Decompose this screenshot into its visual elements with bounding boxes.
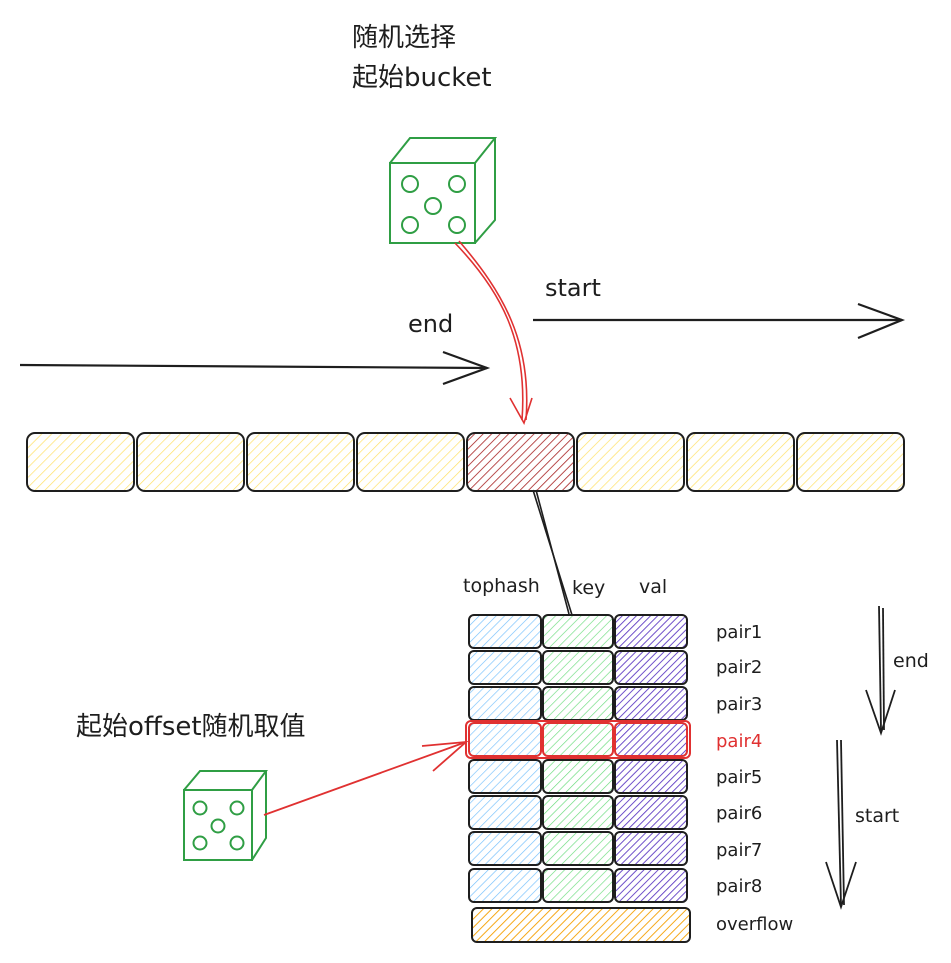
dice-top-icon <box>389 137 498 244</box>
bucket-selected <box>466 432 575 492</box>
red-arrow-to-pair <box>263 740 469 816</box>
bucket <box>576 432 685 492</box>
val-cell <box>614 686 688 721</box>
dice-bottom-icon <box>183 770 268 861</box>
val-cell <box>614 759 688 794</box>
start-arrow-side <box>825 739 857 910</box>
tophash-cell <box>468 650 542 685</box>
bucket-connector-line <box>532 489 573 616</box>
pair-label-4-selected: pair4 <box>716 731 763 752</box>
pair-label-2: pair2 <box>716 657 763 678</box>
bucket-row <box>26 432 905 492</box>
start-label-side: start <box>855 805 900 827</box>
overflow-bar <box>471 907 691 943</box>
offset-title: 起始offset随机取值 <box>76 712 306 742</box>
key-cell <box>542 868 614 903</box>
start-arrow-top <box>533 302 906 340</box>
tophash-cell <box>468 759 542 794</box>
top-title: 随机选择 起始bucket <box>352 18 492 98</box>
pair-label-5: pair5 <box>716 767 763 788</box>
key-cell <box>542 650 614 685</box>
val-cell <box>614 650 688 685</box>
pair-label-1: pair1 <box>716 622 763 643</box>
red-arrow-to-bucket <box>454 240 533 425</box>
column-header-val: val <box>639 576 668 598</box>
val-cell <box>614 795 688 830</box>
key-cell <box>542 614 614 649</box>
bucket <box>356 432 465 492</box>
bucket <box>686 432 795 492</box>
val-cell <box>614 868 688 903</box>
val-cell <box>614 831 688 866</box>
selected-pair-outline <box>465 720 691 759</box>
bucket <box>796 432 905 492</box>
key-cell <box>542 795 614 830</box>
overflow-label: overflow <box>716 914 794 935</box>
val-cell <box>614 722 688 757</box>
pair-label-6: pair6 <box>716 803 763 824</box>
pair-label-3: pair3 <box>716 694 763 715</box>
column-header-key: key <box>572 577 606 599</box>
tophash-cell <box>468 614 542 649</box>
bucket <box>136 432 245 492</box>
end-arrow-top <box>19 350 491 386</box>
key-cell <box>542 686 614 721</box>
bucket <box>26 432 135 492</box>
top-title-line2: 起始bucket <box>352 63 492 93</box>
pair-table <box>465 614 691 903</box>
tophash-cell <box>468 831 542 866</box>
bucket <box>246 432 355 492</box>
pair-label-7: pair7 <box>716 840 763 861</box>
end-label-side: end <box>893 650 929 672</box>
tophash-cell <box>468 795 542 830</box>
key-cell <box>542 831 614 866</box>
pair-label-8: pair8 <box>716 876 763 897</box>
key-cell <box>542 722 614 757</box>
end-label-top: end <box>408 310 454 338</box>
key-cell <box>542 759 614 794</box>
tophash-cell <box>468 722 542 757</box>
top-title-line1: 随机选择 <box>352 23 457 53</box>
column-header-tophash: tophash <box>463 575 540 597</box>
start-label-top: start <box>545 274 601 302</box>
tophash-cell <box>468 686 542 721</box>
end-arrow-side <box>865 605 896 736</box>
tophash-cell <box>468 868 542 903</box>
val-cell <box>614 614 688 649</box>
